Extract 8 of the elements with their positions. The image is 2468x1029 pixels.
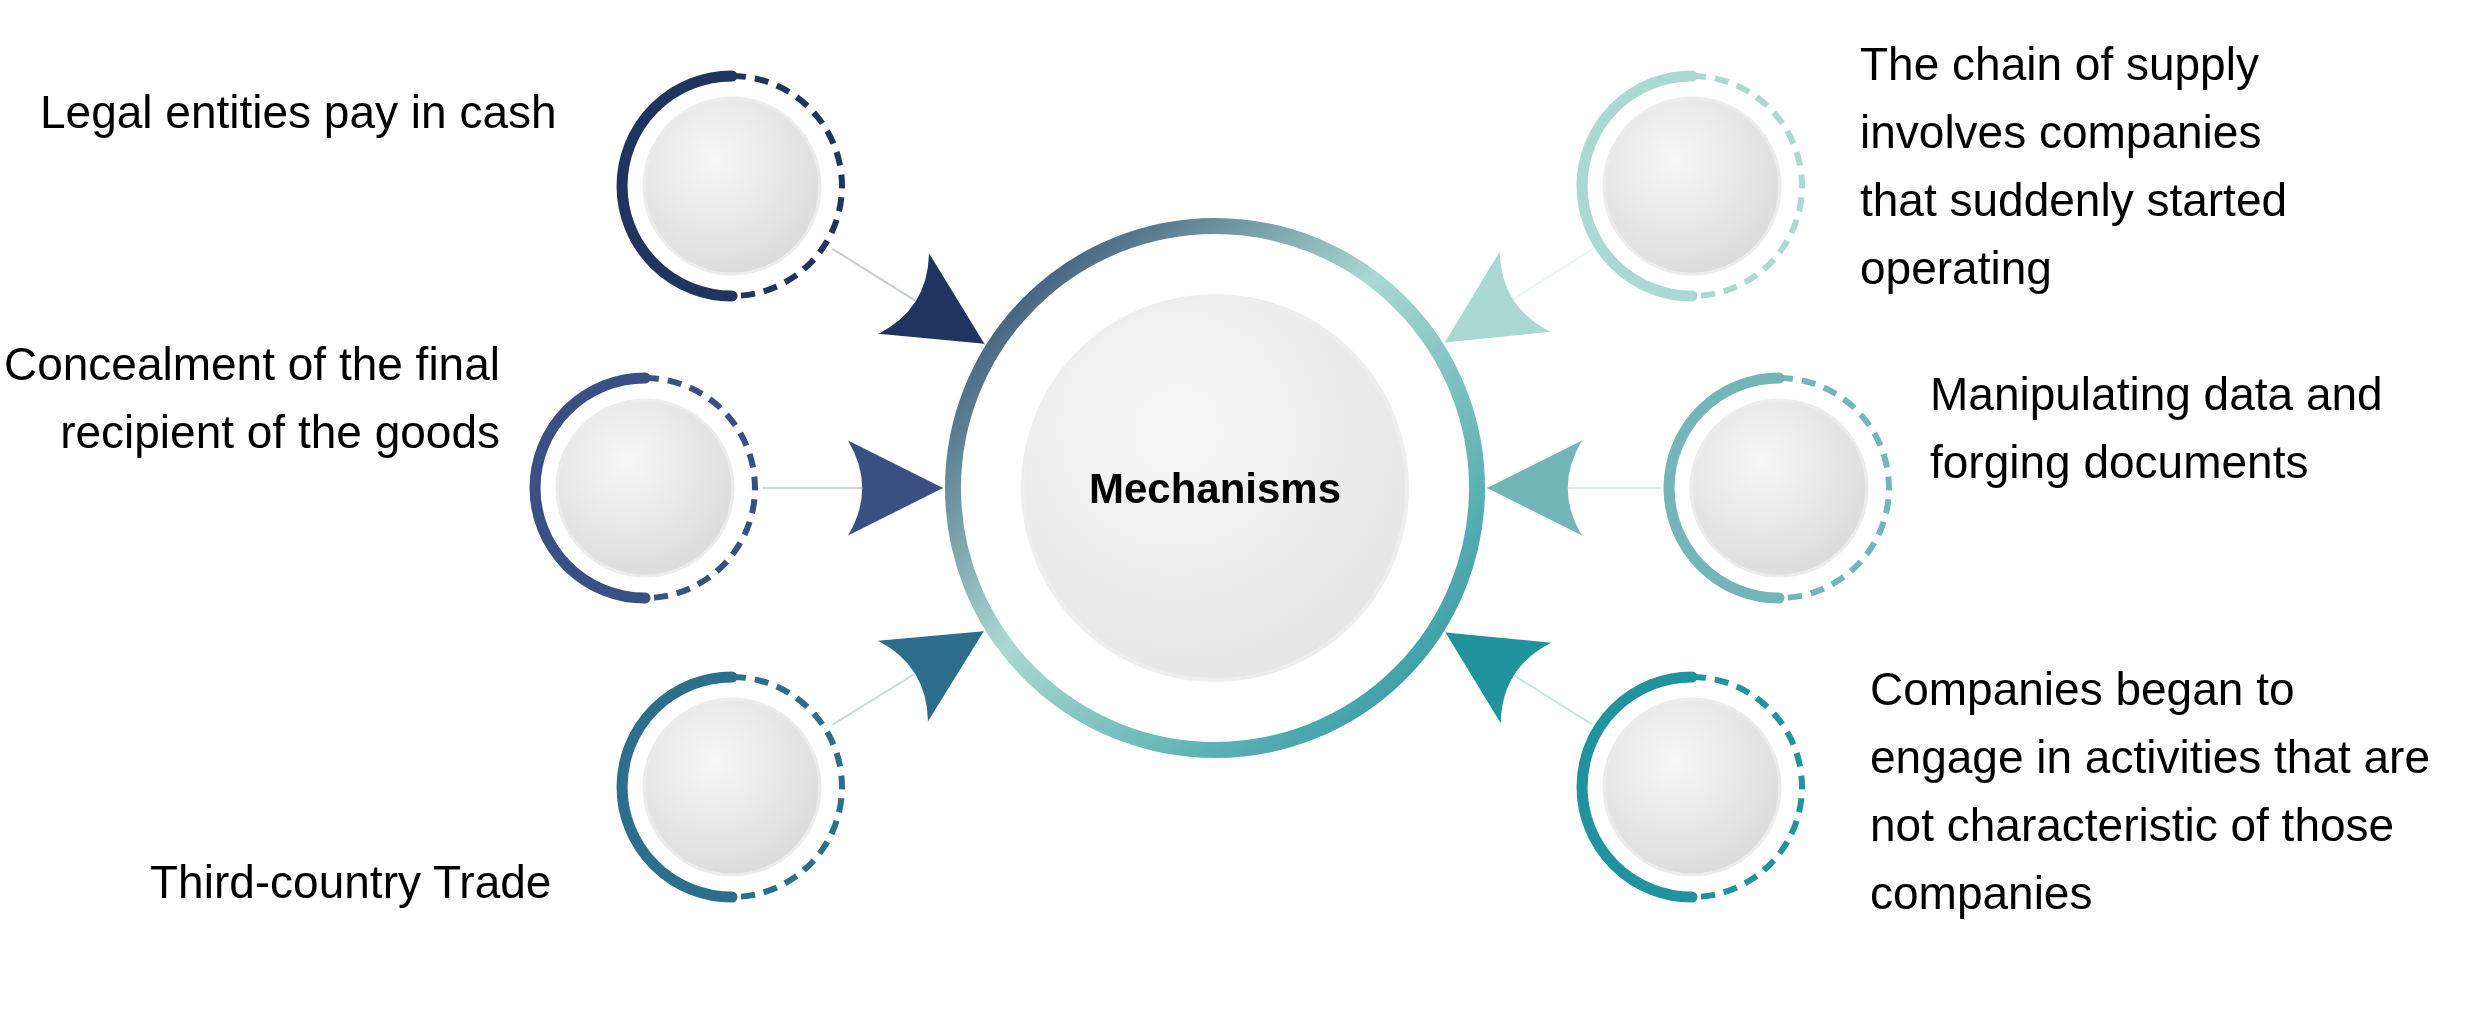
center-label: Mechanisms: [1088, 463, 1342, 514]
description-text: Companies began to engage in activities that are not characteristic of those companies: [1870, 662, 2432, 921]
description-text: Concealment of the final recipient of the goods: [2, 337, 500, 460]
description-text: Manipulating data and forging documents: [1930, 367, 2384, 490]
description-text: Legal entities pay in cash: [40, 85, 558, 140]
center-circle: [943, 216, 1487, 760]
description-text: Third-country Trade: [150, 855, 553, 910]
description-text: The chain of supply involves companies that suddenly started operating: [1860, 37, 2289, 296]
